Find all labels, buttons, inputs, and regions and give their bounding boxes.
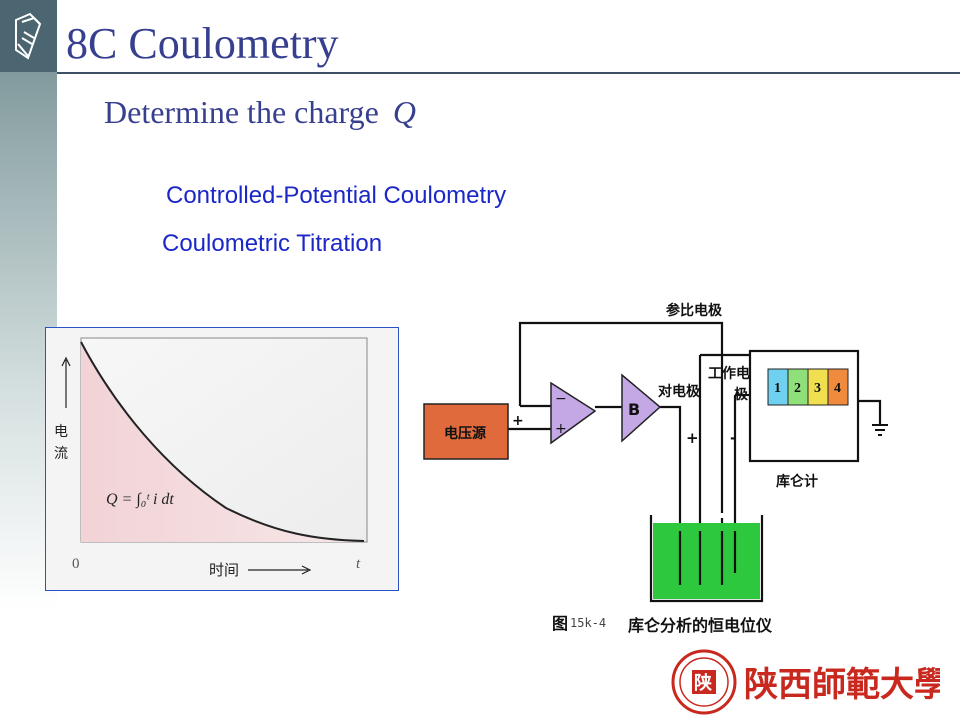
coulometer-digit-3: 3 (814, 381, 821, 396)
school-name: 陕西師範大學 (744, 665, 940, 705)
arrow-right-icon (301, 565, 312, 575)
circuit-svg: 电压源 + − + B 参比电极 对电极 工作电 极 + - 1 2 3 4 库… (423, 302, 888, 635)
book-icon (15, 12, 42, 60)
amplifier-b-label: B (628, 400, 640, 419)
ground-icon (872, 424, 888, 436)
charge-formula: Q = ∫₀ᵗ i dt (106, 491, 174, 509)
potentiostat-diagram: 电压源 + − + B 参比电极 对电极 工作电 极 + - 1 2 3 4 库… (410, 283, 910, 645)
y-axis-label-1: 电 (54, 424, 68, 440)
arrow-up-icon (61, 356, 71, 367)
current-curve (80, 341, 365, 542)
title-underline (57, 72, 960, 74)
working-electrode-label: 工作电 (708, 365, 750, 382)
method-coulometric-titration: Coulometric Titration (162, 230, 383, 257)
slide-logo (0, 0, 57, 72)
cell-plus-label: + (686, 429, 699, 447)
svg-text:陕: 陕 (694, 672, 712, 694)
caption-number: 15k-4 (570, 616, 606, 630)
source-plus-label: + (512, 413, 524, 429)
page-title: 8C Coulometry (66, 19, 339, 68)
t-label: t (356, 556, 361, 572)
current-decay-plot: 电 流 0 时间 t Q = ∫₀ᵗ i dt (54, 337, 368, 579)
caption-text: 库仑分析的恒电位仪 (628, 616, 773, 635)
method-controlled-potential: Controlled-Potential Coulometry (166, 182, 507, 209)
amplifier-b (621, 373, 662, 443)
voltage-source-box (423, 403, 509, 460)
amplifier-1 (550, 381, 597, 445)
subtitle-text: Determine the charge (104, 94, 379, 130)
university-seal-icon: 陕 陕西師範大學 (671, 649, 948, 715)
caption-prefix: 图 (552, 614, 568, 633)
working-electrode-label-2: 极 (734, 386, 749, 403)
subtitle-symbol: Q (392, 94, 416, 130)
counter-electrode-label: 对电极 (658, 383, 701, 400)
coulometer-digit-2: 2 (794, 381, 801, 396)
cell-minus-label: - (730, 429, 736, 447)
coulometer-label: 库仑计 (776, 473, 818, 490)
electrolyte-solution (653, 523, 760, 599)
school-logo: 陕 陕西師範大學 (670, 648, 948, 716)
reference-electrode-label: 参比电极 (666, 302, 723, 319)
amp-plus-label: + (555, 421, 567, 437)
coulometer-digit-1: 1 (774, 381, 781, 396)
voltage-source-label: 电压源 (444, 425, 486, 442)
y-axis-label-2: 流 (54, 446, 68, 462)
x-axis-label: 时间 (209, 561, 239, 579)
coulometer-digit-4-box (827, 368, 849, 406)
current-time-figure: 电 流 0 时间 t Q = ∫₀ᵗ i dt (45, 327, 399, 591)
coulometer-digit-4: 4 (834, 381, 841, 396)
subtitle: Determine the charge Q (104, 94, 416, 131)
amp-minus-label: − (555, 391, 567, 407)
origin-label: 0 (72, 556, 80, 572)
